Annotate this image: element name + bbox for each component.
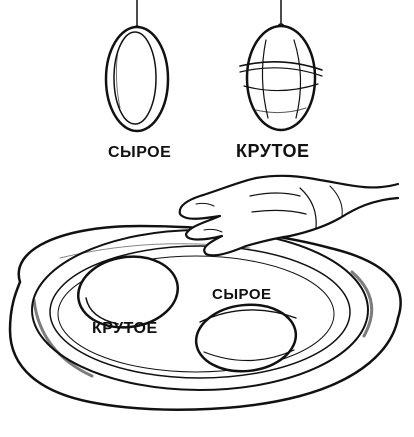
label-raw-plate: СЫРОЕ [212, 286, 272, 303]
label-boiled-plate: КРУТОЕ [92, 320, 158, 337]
hanging-egg-boiled [239, 0, 323, 132]
plate-egg-boiled [76, 255, 180, 329]
hanging-egg-raw [104, 0, 170, 133]
plate-egg-raw [194, 303, 298, 373]
hand [178, 174, 400, 257]
label-raw-hanging: СЫРОЕ [108, 144, 172, 161]
label-boiled-hanging: КРУТОЕ [236, 141, 310, 161]
